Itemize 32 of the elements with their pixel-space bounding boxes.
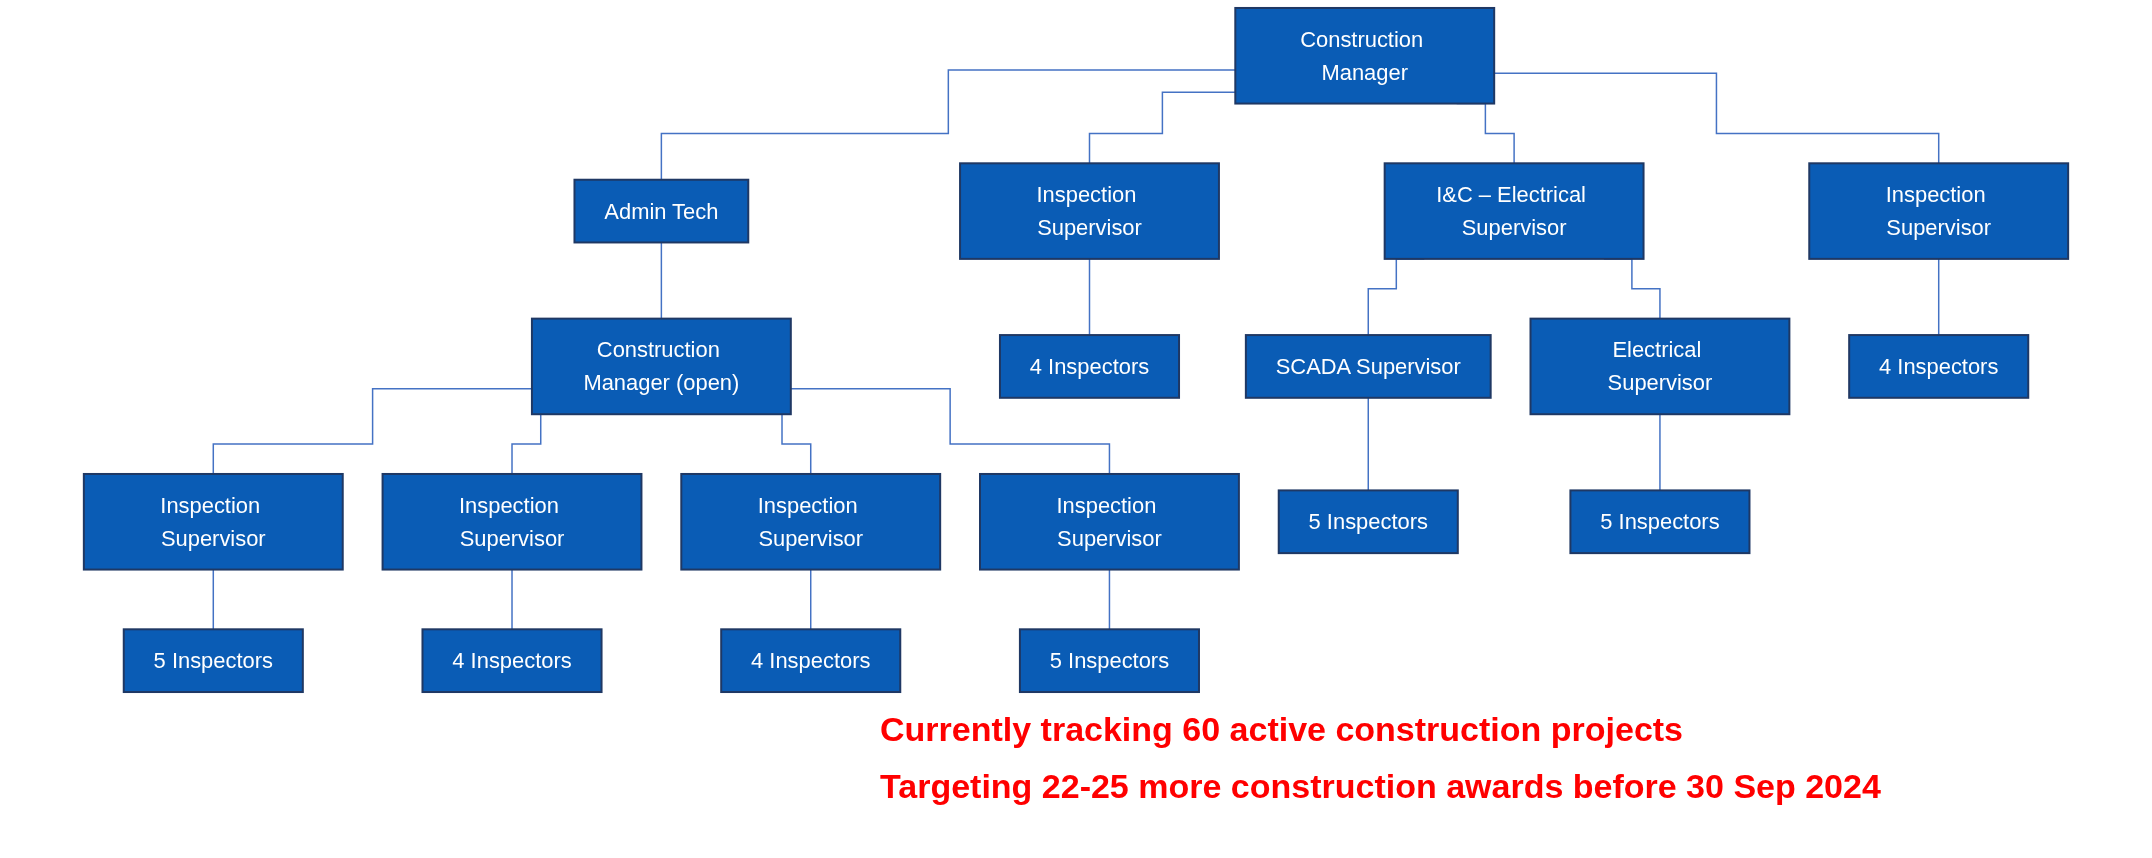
node-box: 4 Inspectors xyxy=(720,628,902,694)
node-box: SCADA Supervisor xyxy=(1244,334,1492,399)
connector xyxy=(810,568,812,631)
node-box: 5 Inspectors xyxy=(1018,628,1200,694)
node-box: Inspection Supervisor xyxy=(381,472,643,571)
node-box: 4 Inspectors xyxy=(421,628,603,694)
connector xyxy=(1659,413,1661,492)
connector xyxy=(1108,568,1111,631)
node-box: Inspection Supervisor xyxy=(959,162,1220,260)
node-box: Construction Manager xyxy=(1234,6,1496,105)
node-box: 5 Inspectors xyxy=(1569,489,1751,555)
node-box: Construction Manager (open) xyxy=(530,317,792,416)
connector xyxy=(1367,397,1369,492)
node-box: Admin Tech xyxy=(573,178,750,244)
note-text: Currently tracking 60 active construction projects xyxy=(880,710,1685,749)
node-box: Inspection Supervisor xyxy=(680,472,942,571)
connector xyxy=(1088,258,1091,336)
connector xyxy=(1937,258,1940,336)
connector xyxy=(660,241,663,320)
note-text: Targeting 22-25 more construction awards before 30 Sep 2024 xyxy=(880,767,1882,806)
node-box: Inspection Supervisor xyxy=(979,472,1240,571)
node-box: 5 Inspectors xyxy=(1277,489,1459,555)
connector xyxy=(511,568,513,631)
node-box: 5 Inspectors xyxy=(122,628,304,694)
node-box: 4 Inspectors xyxy=(998,334,1181,399)
node-box: Inspection Supervisor xyxy=(82,472,344,571)
node-box: Inspection Supervisor xyxy=(1808,162,2070,260)
connector xyxy=(790,388,1111,475)
node-box: Electrical Supervisor xyxy=(1529,317,1791,416)
node-box: I&C – Electrical Supervisor xyxy=(1383,162,1645,260)
node-box: 4 Inspectors xyxy=(1848,334,2030,399)
connector xyxy=(212,568,215,631)
